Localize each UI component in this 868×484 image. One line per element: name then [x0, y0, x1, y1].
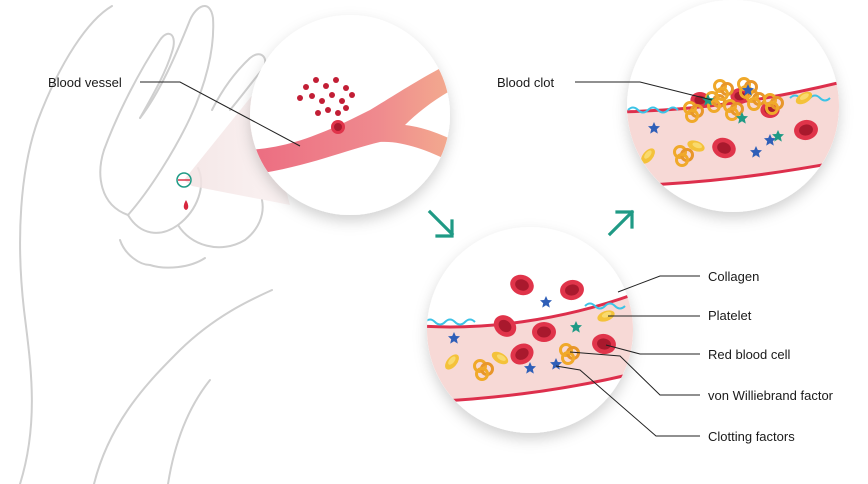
- leader-collagen: [617, 275, 700, 293]
- leader-red-blood-cell: [605, 344, 700, 355]
- label-red-blood-cell: Red blood cell: [708, 347, 790, 362]
- label-blood-vessel: Blood vessel: [48, 75, 122, 90]
- leader-blood-clot: [575, 81, 713, 101]
- label-von-willebrand-factor: von Williebrand factor: [708, 388, 834, 403]
- clot-detail-circle: [627, 0, 839, 212]
- escaping-red-cells: [297, 77, 355, 116]
- leader-blood-vessel: [140, 81, 301, 147]
- blood-drop: [183, 200, 189, 210]
- wound-marker: [176, 172, 192, 188]
- label-collagen: Collagen: [708, 269, 759, 284]
- vessel-zoom-circle: [250, 15, 450, 215]
- collagen-strand: [427, 318, 476, 326]
- hand-outline: [19, 5, 273, 484]
- vessel-detail-circle: [427, 227, 633, 433]
- arrow-up-right-icon: [607, 209, 635, 237]
- leader-clotting-factors: [555, 365, 700, 437]
- label-blood-clot: Blood clot: [497, 75, 554, 90]
- label-clotting-factors: Clotting factors: [708, 429, 795, 444]
- leader-von-willebrand: [569, 351, 700, 396]
- arrow-down-right-icon: [427, 209, 455, 238]
- label-platelet: Platelet: [708, 308, 752, 323]
